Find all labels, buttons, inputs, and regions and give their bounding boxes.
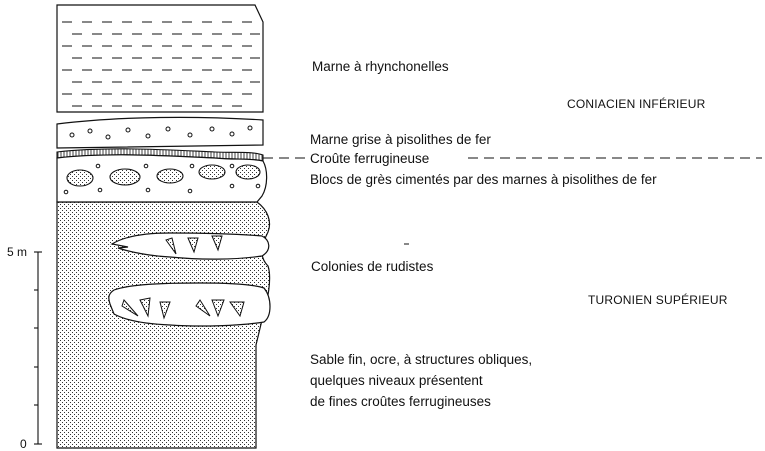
scale-top-label: 5 m bbox=[7, 246, 27, 258]
label-marne-rhynchonelles: Marne à rhynchonelles bbox=[312, 60, 449, 74]
scale-bottom-label: 0 bbox=[20, 438, 27, 450]
rudist-colony-lower bbox=[109, 283, 270, 326]
label-blocs: Blocs de grès cimentés par des marnes à … bbox=[310, 173, 657, 187]
sable-line-3: de fines croûtes ferrugineuses bbox=[310, 395, 491, 409]
scale-bar bbox=[34, 252, 42, 444]
stage-turonien: TURONIEN SUPÉRIEUR bbox=[588, 294, 728, 306]
sable-line-1: Sable fin, ocre, à structures obliques, bbox=[310, 353, 532, 367]
label-croute: Croûte ferrugineuse bbox=[310, 152, 429, 166]
stage-coniacien: CONIACIEN INFÉRIEUR bbox=[567, 98, 705, 110]
sable-line-2: quelques niveaux présentent bbox=[310, 374, 483, 388]
label-marne-grise: Marne grise à pisolithes de fer bbox=[310, 133, 491, 147]
marne-grise-layer bbox=[57, 117, 263, 148]
label-rudistes: Colonies de rudistes bbox=[311, 260, 433, 274]
